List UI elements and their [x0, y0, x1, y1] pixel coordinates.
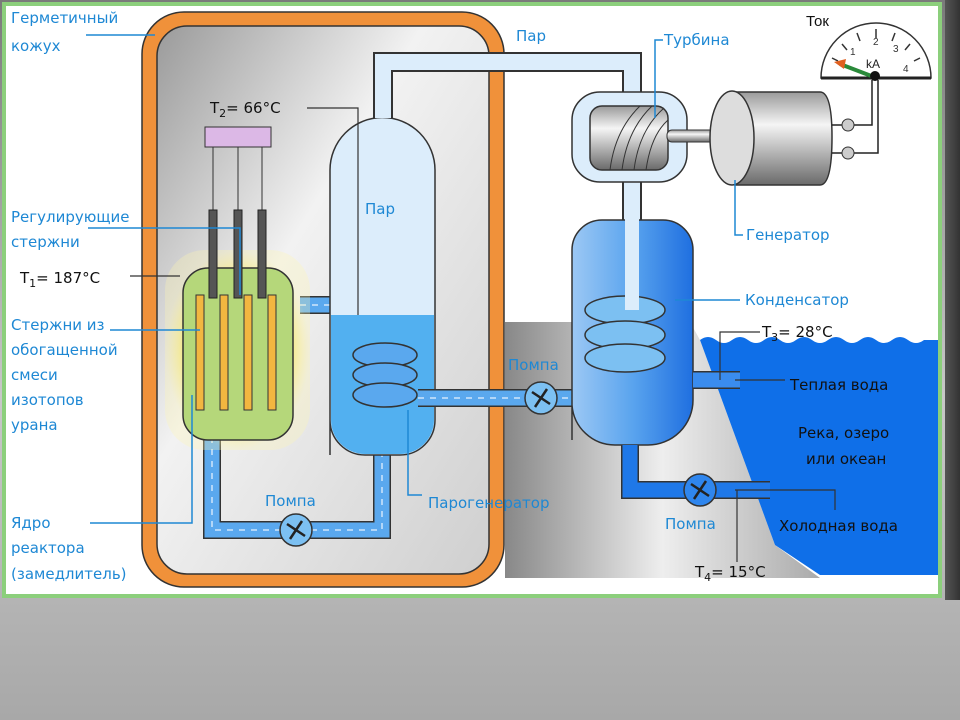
meter-needle-tip	[834, 59, 846, 69]
steam-generator-coil	[352, 342, 418, 408]
label-control-rods: Регулирующие	[11, 208, 130, 226]
meter-needle	[839, 62, 875, 79]
label-core: Ядро	[11, 514, 51, 532]
label-generator: Генератор	[746, 226, 830, 244]
label-steam-generator: Парогенератор	[428, 494, 549, 512]
label-t1: T1= 187°C	[19, 269, 100, 290]
control-rods	[204, 126, 272, 299]
label-warm-water: Теплая вода	[789, 376, 888, 394]
label-pump-cooling: Помпа	[665, 515, 716, 533]
label-containment-2: кожух	[11, 37, 61, 55]
label-water-body: Река, озеро	[798, 424, 889, 442]
generator	[734, 91, 833, 186]
label-core-2: реактора	[11, 539, 85, 557]
label-containment: Герметичный	[11, 9, 118, 27]
label-pump-primary: Помпа	[265, 492, 316, 510]
ammeter: 1 2 3 4 kA Ток	[806, 13, 932, 81]
condenser-coil	[584, 295, 666, 373]
fuel-rods	[195, 294, 277, 411]
cold-water-pipe	[622, 445, 770, 498]
label-steam-pipe: Пар	[516, 27, 546, 45]
meter-unit: kA	[866, 57, 880, 71]
label-t2: T2= 66°C	[209, 99, 281, 120]
label-fuel-rods-4: изотопов	[11, 391, 84, 409]
label-water-body-2: или океан	[806, 450, 886, 468]
meter-title: Ток	[806, 13, 829, 30]
pump-secondary-icon	[524, 381, 558, 415]
label-t3: T3= 28°C	[761, 323, 833, 344]
terminal-icon	[841, 146, 855, 160]
label-fuel-rods: Стержни из	[11, 316, 105, 334]
label-fuel-rods-3: смеси	[11, 366, 58, 384]
label-core-3: (замедлитель)	[11, 565, 127, 583]
label-turbine: Турбина	[663, 31, 730, 49]
meter-tick-3: 3	[893, 44, 899, 55]
label-cold-water: Холодная вода	[779, 517, 898, 535]
meter-tick-4: 4	[903, 64, 909, 75]
label-pump-secondary: Помпа	[508, 356, 559, 374]
label-condenser: Конденсатор	[745, 291, 849, 309]
right-edge-strip	[945, 0, 960, 600]
pump-primary-icon	[279, 513, 313, 547]
label-steam: Пар	[365, 200, 395, 218]
meter-tick-2: 2	[873, 37, 879, 48]
label-fuel-rods-2: обогащенной	[11, 341, 118, 359]
label-fuel-rods-5: урана	[11, 416, 58, 434]
meter-tick-1: 1	[850, 47, 856, 58]
label-control-rods-2: стержни	[11, 233, 80, 251]
terminal-icon	[841, 118, 855, 132]
label-t4: T4= 15°C	[694, 563, 766, 584]
river-water	[700, 337, 938, 575]
pump-cooling-icon	[683, 473, 717, 507]
